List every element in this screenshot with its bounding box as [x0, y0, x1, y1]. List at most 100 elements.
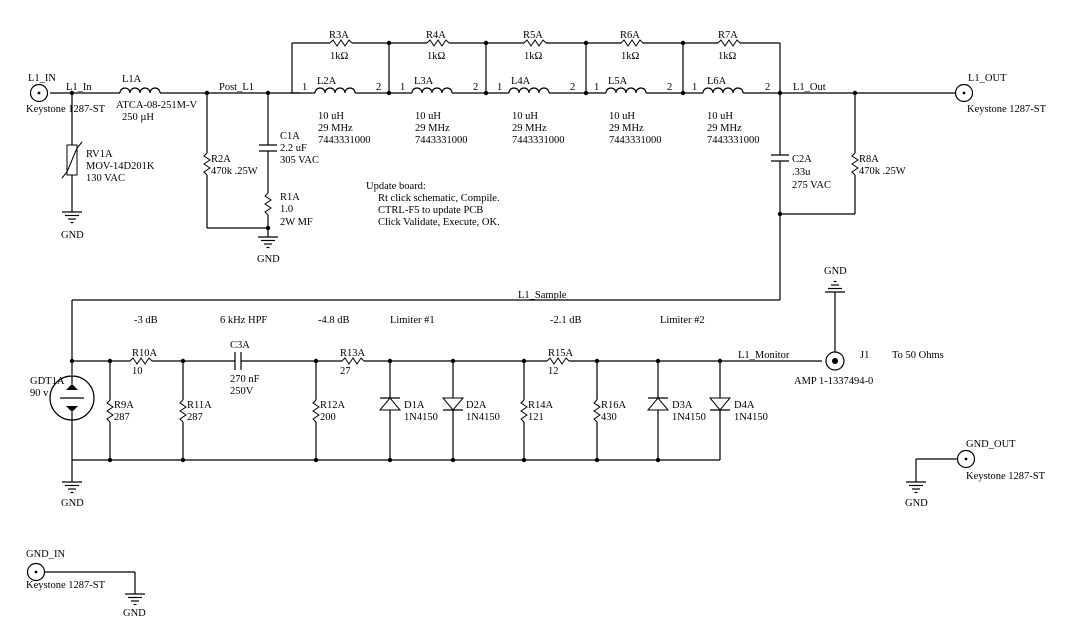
svg-text:130 VAC: 130 VAC	[86, 173, 125, 184]
svg-text:1kΩ: 1kΩ	[621, 51, 640, 62]
svg-text:1kΩ: 1kΩ	[330, 51, 349, 62]
connector-gnd-out[interactable]: GND_OUT Keystone 1287-ST	[956, 439, 1046, 482]
inductor-l5a[interactable]: L5A 1 2 10 uH 29 MHz 7443331000	[594, 76, 672, 146]
svg-text:L6A: L6A	[707, 76, 727, 87]
svg-text:L3A: L3A	[414, 76, 434, 87]
resistor-r3a[interactable]: R3A 1kΩ	[329, 30, 353, 62]
resistor-r12a[interactable]: R12A 200	[312, 399, 346, 423]
annotation-limiter2: Limiter #2	[660, 315, 705, 326]
resistor-r4a[interactable]: R4A 1kΩ	[426, 30, 450, 62]
svg-text:29 MHz: 29 MHz	[318, 123, 353, 134]
svg-text:7443331000: 7443331000	[318, 135, 371, 146]
resistor-r10a[interactable]: R10A 10	[129, 348, 158, 377]
connector-part: Keystone 1287-ST	[26, 580, 106, 591]
svg-text:1.0: 1.0	[280, 204, 293, 215]
svg-text:1: 1	[692, 82, 697, 93]
connector-part: Keystone 1287-ST	[967, 104, 1047, 115]
svg-text:GND: GND	[824, 266, 847, 277]
annotation-att3: -2.1 dB	[550, 315, 582, 326]
svg-text:287: 287	[114, 412, 130, 423]
capacitor-c2a[interactable]: C2A .33u 275 VAC	[771, 154, 831, 191]
svg-text:12: 12	[548, 366, 559, 377]
net-label-l1-out: L1_Out	[793, 82, 826, 93]
svg-text:R13A: R13A	[340, 348, 366, 359]
diode-d3a[interactable]: D3A 1N4150	[646, 397, 706, 423]
ground-symbol: GND	[824, 266, 847, 293]
net-label-l1-sample: L1_Sample	[518, 290, 567, 301]
svg-text:29 MHz: 29 MHz	[512, 123, 547, 134]
inductor-l4a[interactable]: L4A 1 2 10 uH 29 MHz 7443331000	[497, 76, 575, 146]
svg-text:275 VAC: 275 VAC	[792, 180, 831, 191]
resistor-r2a[interactable]: R2A 470k .25W	[203, 152, 258, 177]
svg-text:GND: GND	[905, 498, 928, 509]
svg-text:R12A: R12A	[320, 400, 346, 411]
svg-text:7443331000: 7443331000	[415, 135, 468, 146]
ground-symbol: GND	[61, 481, 84, 509]
connector-label: GND_OUT	[966, 439, 1016, 450]
svg-text:.33u: .33u	[792, 167, 811, 178]
svg-text:1kΩ: 1kΩ	[427, 51, 446, 62]
svg-text:10 uH: 10 uH	[707, 111, 733, 122]
svg-text:D4A: D4A	[734, 400, 755, 411]
wires	[36, 42, 958, 594]
svg-text:1N4150: 1N4150	[466, 412, 500, 423]
gas-discharge-tube-gdt1a[interactable]: GDT1A 90 v	[30, 375, 95, 421]
resistor-r13a[interactable]: R13A 27	[340, 348, 366, 377]
connector-l1-in[interactable]: L1_IN Keystone 1287-ST	[26, 73, 106, 115]
resistor-r1a[interactable]: R1A 1.0 2W MF	[264, 192, 313, 228]
resistor-r9a[interactable]: R9A 287	[106, 399, 134, 423]
svg-text:ATCA-08-251M-V: ATCA-08-251M-V	[116, 100, 197, 111]
diode-d2a[interactable]: D2A 1N4150	[441, 397, 500, 423]
svg-text:305 VAC: 305 VAC	[280, 155, 319, 166]
resistor-r5a[interactable]: R5A 1kΩ	[523, 30, 547, 62]
annotation-att2: -4.8 dB	[318, 315, 350, 326]
svg-text:7443331000: 7443331000	[707, 135, 760, 146]
resistor-r14a[interactable]: R14A 121	[520, 399, 554, 423]
svg-text:10: 10	[132, 366, 143, 377]
svg-text:1kΩ: 1kΩ	[718, 51, 737, 62]
svg-text:270 nF: 270 nF	[230, 374, 260, 385]
net-label-l1-monitor: L1_Monitor	[738, 350, 790, 361]
svg-text:Update board:: Update board:	[366, 181, 426, 192]
svg-text:10 uH: 10 uH	[318, 111, 344, 122]
net-label-post-l1: Post_L1	[219, 82, 254, 93]
resistor-r8a[interactable]: R8A 470k .25W	[851, 152, 906, 177]
connector-l1-out[interactable]: L1_OUT Keystone 1287-ST	[954, 73, 1047, 115]
resistor-r7a[interactable]: R7A 1kΩ	[717, 30, 741, 62]
diode-d1a[interactable]: D1A 1N4150	[378, 397, 438, 423]
svg-text:R6A: R6A	[620, 30, 640, 41]
capacitor-c3a[interactable]: C3A 270 nF 250V	[230, 340, 260, 397]
inductor-l3a[interactable]: L3A 1 2 10 uH 29 MHz 7443331000	[400, 76, 478, 146]
inductor-l2a[interactable]: L2A 1 2 10 uH 29 MHz 7443331000	[302, 76, 381, 146]
connector-j1[interactable]: J1 AMP 1-1337494-0 To 50 Ohms	[794, 350, 944, 387]
resistor-r11a[interactable]: R11A 287	[179, 399, 212, 423]
svg-text:10 uH: 10 uH	[415, 111, 441, 122]
resistor-r16a[interactable]: R16A 430	[593, 399, 627, 423]
svg-text:2: 2	[570, 82, 575, 93]
svg-text:2: 2	[473, 82, 478, 93]
inductor-l6a[interactable]: L6A 1 2 10 uH 29 MHz 7443331000	[692, 76, 770, 146]
resistor-r15a[interactable]: R15A 12	[546, 348, 574, 377]
connector-label: J1	[860, 350, 869, 361]
varistor-rv1a[interactable]: RV1A MOV-14D201K 130 VAC	[61, 141, 155, 184]
connector-gnd-in[interactable]: GND_IN Keystone 1287-ST	[26, 549, 106, 591]
diode-d4a[interactable]: D4A 1N4150	[708, 397, 768, 423]
svg-text:1kΩ: 1kΩ	[524, 51, 543, 62]
svg-text:1N4150: 1N4150	[672, 412, 706, 423]
capacitor-c1a[interactable]: C1A 2.2 uF 305 VAC	[259, 131, 319, 166]
svg-text:200: 200	[320, 412, 336, 423]
svg-text:7443331000: 7443331000	[512, 135, 565, 146]
svg-text:R4A: R4A	[426, 30, 446, 41]
connector-part: Keystone 1287-ST	[966, 471, 1046, 482]
svg-text:250 µH: 250 µH	[122, 112, 154, 123]
svg-text:R1A: R1A	[280, 192, 300, 203]
svg-text:R5A: R5A	[523, 30, 543, 41]
svg-text:GND: GND	[257, 254, 280, 265]
svg-text:2W MF: 2W MF	[280, 217, 313, 228]
svg-text:2: 2	[667, 82, 672, 93]
inductor-l1a[interactable]: L1A ATCA-08-251M-V 250 µH	[116, 74, 197, 123]
ground-symbol: GND	[257, 236, 280, 265]
resistor-r6a[interactable]: R6A 1kΩ	[620, 30, 644, 62]
svg-text:29 MHz: 29 MHz	[707, 123, 742, 134]
svg-text:1N4150: 1N4150	[404, 412, 438, 423]
